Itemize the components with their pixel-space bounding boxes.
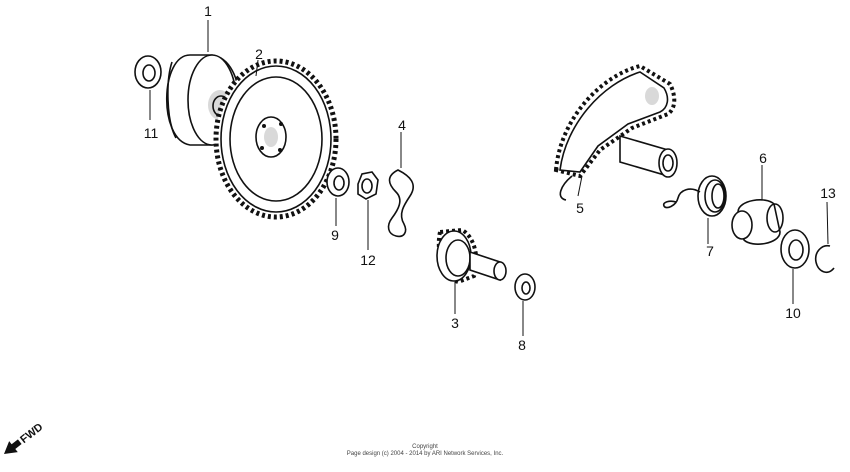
callout-3: 3 — [451, 315, 459, 331]
part-2-gear — [213, 58, 339, 220]
callout-1: 1 — [204, 3, 212, 19]
callout-7: 7 — [706, 243, 714, 259]
callout-12: 12 — [360, 252, 376, 268]
fwd-arrow-icon — [4, 439, 22, 454]
leader-lines — [149, 20, 829, 336]
callout-4: 4 — [398, 117, 406, 133]
callout-13: 13 — [820, 185, 836, 201]
part-9-washer — [326, 167, 350, 197]
part-4-clip — [387, 169, 414, 238]
copyright-line-1: Copyright — [412, 444, 438, 450]
callout-8: 8 — [518, 337, 526, 353]
callout-9: 9 — [331, 227, 339, 243]
callout-2: 2 — [255, 46, 263, 62]
callout-6: 6 — [759, 150, 767, 166]
part-8-washer — [514, 273, 536, 301]
callout-numbers: 1 2 11 4 5 6 7 9 12 3 8 10 13 — [144, 3, 836, 353]
part-12-nut — [357, 171, 379, 200]
callout-10: 10 — [785, 305, 801, 321]
part-7-spring — [662, 175, 727, 217]
part-11-washer — [134, 55, 162, 89]
part-6-collar — [731, 199, 784, 245]
callout-11: 11 — [144, 125, 159, 141]
part-5-spindle — [553, 63, 678, 201]
part-10-washer — [780, 229, 810, 269]
fwd-label: FWD — [18, 421, 45, 446]
callout-5: 5 — [576, 200, 584, 216]
copyright-line-2: Page design (c) 2004 - 2014 by ARI Netwo… — [346, 451, 504, 457]
part-3-pinion — [436, 227, 507, 285]
part-13-circlip — [814, 244, 835, 274]
